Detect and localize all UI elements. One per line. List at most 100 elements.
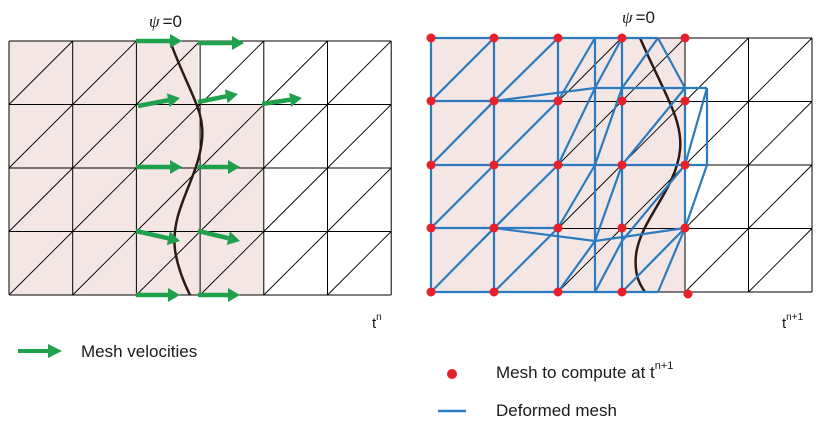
left-grid-diagonal [72,231,137,296]
velocity-arrow [136,288,180,302]
legend-velocity-arrow-icon [18,344,62,358]
left-grid-diagonal [72,167,137,232]
left-grid-diagonal [136,231,201,296]
deformed-mesh-edge [594,226,686,243]
legend-mesh-node-icon [447,369,457,379]
left-grid-diagonal [8,40,74,105]
deformed-mesh-lines [429,36,709,294]
mesh-node [617,160,627,170]
left-grid-diagonal [136,167,201,232]
velocity-arrow [136,34,182,48]
deformed-mesh-edge [493,227,559,293]
mesh-node [489,96,499,106]
left-grid-diagonal [263,40,328,105]
mesh-node [426,160,436,170]
velocity-arrow [198,36,244,50]
left-grid-diagonal [263,104,328,169]
left-grid-diagonal [72,104,137,169]
mesh-node [680,96,690,106]
left-grid-diagonal [327,104,392,169]
right-time-label: tn+1 [782,312,804,332]
left-grid-diagonal [136,104,201,169]
velocity-arrow [136,160,182,174]
deformed-mesh-edge [656,227,687,293]
velocity-arrow [261,92,302,107]
left-grid-diagonal [263,231,328,296]
left-grid-diagonal [327,231,392,296]
deformed-mesh-edge [593,164,624,242]
deformed-mesh-edge [493,86,596,103]
right-grid-diagonal [748,228,813,293]
legend: Mesh velocities Mesh to compute at tn+1 … [18,342,673,420]
deformed-mesh-edge [493,100,559,166]
mesh-node [617,96,627,106]
right-panel: ψ=0 tn+1 [426,8,813,332]
left-psi-label: ψ=0 [149,12,182,31]
mesh-node [489,33,499,43]
left-grid-diagonal [199,40,265,105]
right-psi-label: ψ=0 [622,8,655,27]
mesh-node [683,289,693,299]
mesh-node [553,160,563,170]
left-interface-curve [168,40,204,296]
left-grid-diagonal [8,231,74,296]
left-time-label: tn [372,312,382,332]
deformed-mesh-edge [557,164,596,229]
right-grid-diagonal [684,164,749,229]
deformed-mesh-edge [621,37,659,89]
deformed-mesh-edge [683,164,709,229]
velocity-arrow [197,89,238,105]
deformed-mesh-edge [493,164,559,229]
mesh-node [553,223,563,233]
deformed-mesh-edge [557,87,596,166]
mesh-node [680,223,690,233]
deformed-mesh-edge [683,87,709,166]
right-grid-diagonal [684,37,749,102]
mesh-velocity-arrows [135,34,302,302]
left-grid-diagonal [8,167,74,232]
legend-mesh-to-compute-label: Mesh to compute at tn+1 [496,360,673,382]
deformed-mesh-edge [594,240,623,293]
mesh-node [489,223,499,233]
mesh-node [617,33,627,43]
deformed-mesh-edge [493,37,559,102]
deformed-mesh-edge [430,37,495,102]
right-grid-diagonal [557,101,622,166]
mesh-node [553,33,563,43]
right-grid-diagonal [748,37,813,102]
deformed-mesh-edge [557,240,596,293]
left-grid-diagonal [199,231,265,296]
mesh-node [617,287,627,297]
right-grid-diagonal [557,164,622,229]
velocity-arrow [137,93,180,109]
velocity-arrow [135,228,180,246]
right-grid-diagonal [748,164,813,229]
mesh-node [426,287,436,297]
deformed-mesh-edge [593,87,624,166]
mesh-node [489,287,499,297]
right-grid-diagonal [748,101,813,166]
left-grid-diagonal [327,40,392,105]
deformed-mesh-edge [621,87,686,166]
left-grid-diagonal [327,167,392,232]
velocity-arrow [197,228,240,246]
right-grid-diagonal [684,101,749,166]
deformed-mesh-edge [557,37,596,102]
left-grid-diagonal [199,167,265,232]
mesh-node [553,287,563,297]
legend-deformed-mesh-label: Deformed mesh [496,401,617,420]
deformed-mesh-edge [594,37,623,89]
mesh-node [426,33,436,43]
deformed-mesh-edge [657,37,686,89]
deformed-mesh-edge [430,227,495,293]
deformed-mesh-edge [621,227,686,293]
left-grid-diagonal [72,40,137,105]
mesh-node [553,96,563,106]
deformed-mesh-edge [621,164,686,242]
mesh-node [426,96,436,106]
deformed-mesh-edge [430,100,495,166]
left-grid-diagonal [136,40,201,105]
deformed-mesh-edge [493,226,596,243]
left-grid-diagonal [8,104,74,169]
